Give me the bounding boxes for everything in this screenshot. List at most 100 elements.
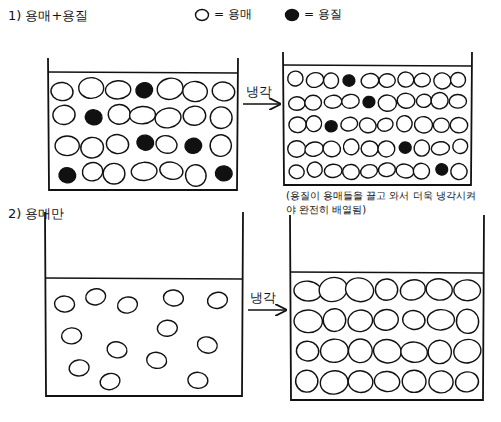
solvent-particle (319, 338, 349, 364)
solvent-particle (196, 335, 219, 355)
solute-sample (284, 8, 300, 22)
solvent-particle (52, 104, 76, 125)
solvent-particle (304, 114, 323, 133)
solute-particle (362, 95, 376, 109)
solvent-particle (306, 160, 324, 178)
legend-item: = 용질 (284, 6, 342, 23)
solvent-particle (84, 287, 107, 306)
solvent-particle (68, 359, 90, 377)
solvent-particle (182, 81, 207, 102)
process-label: 냉각 (246, 84, 272, 100)
liquid-surface (45, 278, 243, 279)
solute-particle (215, 165, 233, 182)
solute-particle (399, 142, 411, 154)
solvent-particle (377, 94, 397, 112)
solvent-particle (343, 275, 376, 304)
beaker (283, 52, 472, 185)
solvent-particle (287, 140, 306, 157)
solvent-particle (146, 351, 168, 370)
solvent-particle (98, 371, 121, 391)
solvent-particle (455, 308, 481, 335)
solute-particle (58, 166, 78, 184)
solvent-particle (401, 309, 426, 331)
solvent-particle (187, 372, 208, 390)
solvent-particle (432, 71, 452, 90)
solvent-particle (396, 92, 415, 109)
solvent-particle (373, 370, 400, 393)
solvent-particle (288, 116, 306, 133)
solvent-particle (79, 77, 104, 98)
solvent-particle (50, 81, 74, 102)
solvent-particle (322, 72, 340, 90)
liquid-surface (290, 272, 484, 273)
solvent-particle (55, 136, 79, 156)
part-heading: 2) 용매만 (8, 206, 64, 222)
solvent-particle (103, 163, 125, 184)
solute-particle (184, 137, 203, 155)
solvent-particle (454, 370, 481, 394)
solvent-particle (81, 161, 105, 183)
solvent-particle (317, 275, 350, 305)
solvent-particle (413, 115, 433, 134)
solvent-particle (430, 91, 449, 110)
solvent-particle (372, 308, 399, 332)
solvent-particle (321, 139, 342, 158)
solvent-particle (342, 138, 360, 157)
solvent-particle (211, 80, 237, 102)
solvent-particle (413, 139, 431, 157)
solvent-particle (449, 94, 467, 108)
solute-particle (134, 81, 154, 99)
solvent-particle (293, 280, 323, 303)
part-heading: 1) 용매+용질 (8, 8, 88, 24)
solvent-particle (294, 369, 320, 394)
solvent-particle (154, 106, 183, 130)
solvent-particle (105, 133, 130, 155)
solvent-particle (358, 116, 378, 134)
solvent-particle (61, 327, 82, 344)
solvent-particle (359, 163, 379, 180)
solvent-particle (451, 138, 469, 156)
solvent-particle (154, 133, 179, 155)
solvent-particle (208, 133, 233, 158)
solute-particle (84, 109, 102, 126)
solvent-particle (157, 319, 178, 337)
solvent-particle (155, 76, 185, 102)
solvent-particle (184, 163, 208, 188)
solvent-particle (346, 308, 374, 334)
solvent-particle (396, 115, 414, 133)
solvent-particle (400, 341, 429, 364)
solvent-particle (80, 136, 105, 159)
solvent-particle (108, 104, 130, 124)
solvent-particle (398, 277, 427, 302)
solvent-particle (431, 141, 450, 156)
solvent-particle (131, 162, 158, 182)
solvent-particle (450, 162, 468, 180)
solvent-particle (341, 93, 360, 109)
solute-particle (342, 74, 356, 87)
solvent-particle (433, 118, 449, 132)
solvent-particle (414, 73, 431, 88)
solvent-particle (319, 369, 350, 396)
solvent-particle (339, 116, 359, 133)
solvent-particle (377, 140, 396, 158)
solvent-particle (182, 105, 206, 126)
note: (용질이 용매들을 끌고 와서 더욱 냉각시켜야 완전히 배열됨) (286, 189, 482, 216)
solvent-particle (429, 370, 454, 393)
legend-item: = 용매 (194, 6, 252, 23)
liquid-surface (48, 72, 238, 73)
cooling-arrow (243, 103, 280, 105)
solvent-particle (106, 340, 129, 360)
solvent-particle (402, 370, 426, 393)
solvent-particle (361, 141, 378, 157)
liquid-surface (283, 65, 472, 66)
solvent-particle (210, 107, 232, 129)
solvent-particle (288, 97, 305, 111)
solvent-particle (206, 291, 228, 310)
solvent-particle (304, 140, 325, 158)
solvent-particle (295, 340, 320, 362)
beaker (48, 58, 238, 190)
solvent-particle (158, 160, 184, 182)
solvent-particle (378, 162, 397, 178)
solvent-particle (54, 295, 75, 312)
